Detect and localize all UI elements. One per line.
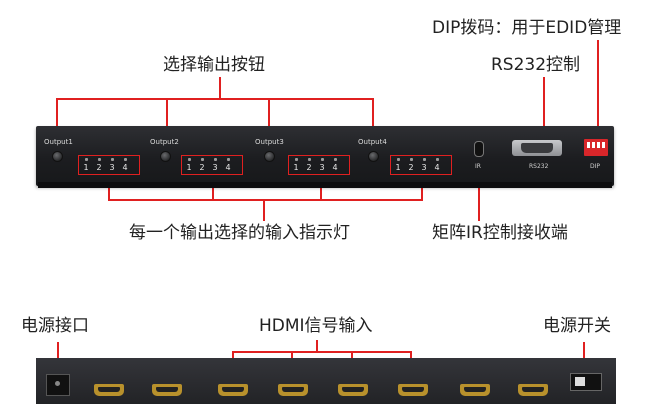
dip-toggle: [592, 142, 595, 148]
leader-line: [372, 98, 374, 146]
led-indicator: [111, 158, 114, 161]
led-indicator: [308, 158, 311, 161]
hdmi-input-port[interactable]: [218, 384, 248, 396]
dip-toggle: [597, 142, 600, 148]
leader-line: [583, 342, 585, 370]
led-indicator: [321, 158, 324, 161]
leader-line: [166, 98, 168, 146]
indicator-number: 1: [83, 163, 89, 172]
indicator-number: 3: [109, 163, 115, 172]
led-indicator: [423, 158, 426, 161]
indicator-number: 4: [225, 163, 231, 172]
led-indicator: [295, 158, 298, 161]
power-port-label: 电源接口: [21, 316, 89, 336]
leader-line: [212, 178, 214, 200]
matrix-switch-rear-panel: [36, 358, 616, 404]
power-pin: [55, 381, 60, 386]
hdmi-input-port[interactable]: [338, 384, 368, 396]
hdmi-input-port[interactable]: [278, 384, 308, 396]
output1-select-button[interactable]: [52, 151, 63, 162]
indicator-number: 1: [395, 163, 401, 172]
dip-label: DIP: [590, 163, 601, 170]
output-label: Output2: [150, 138, 179, 146]
dip-toggle: [587, 142, 590, 148]
leader-line: [263, 199, 265, 221]
leader-line: [56, 98, 58, 146]
leader-line: [219, 77, 221, 99]
indicator-number: 3: [212, 163, 218, 172]
leader-line: [597, 40, 599, 140]
power-switch-rocker: [575, 377, 585, 386]
led-indicator: [188, 158, 191, 161]
output3-select-button[interactable]: [264, 151, 275, 162]
output-label: Output1: [44, 138, 73, 146]
leader-line: [478, 178, 480, 221]
indicator-group-output4: [390, 155, 452, 175]
leader-line: [232, 351, 412, 353]
power-port[interactable]: [46, 374, 70, 396]
leader-line: [56, 98, 374, 100]
rs232-port[interactable]: [512, 140, 562, 156]
leader-line: [543, 77, 545, 140]
led-indicator: [214, 158, 217, 161]
led-indicator: [85, 158, 88, 161]
led-indicator: [201, 158, 204, 161]
dip-toggle: [602, 142, 605, 148]
indicator-number: 3: [421, 163, 427, 172]
indicator-number: 2: [408, 163, 414, 172]
output2-select-button[interactable]: [160, 151, 171, 162]
hdmi-input-port[interactable]: [398, 384, 428, 396]
leader-line: [320, 178, 322, 200]
output4-select-button[interactable]: [368, 151, 379, 162]
indicator-group-output1: [78, 155, 140, 175]
hdmi-output-port[interactable]: [152, 384, 182, 396]
output-label: Output3: [255, 138, 284, 146]
ir-receiver-label: 矩阵IR控制接收端: [432, 223, 568, 243]
leader-line: [108, 178, 110, 200]
indicator-group-output2: [181, 155, 243, 175]
ir-receiver-window: [474, 141, 484, 157]
leader-line: [316, 340, 318, 352]
indicator-number: 4: [122, 163, 128, 172]
dip-switch[interactable]: [584, 139, 608, 156]
led-indicator: [436, 158, 439, 161]
indicator-number: 4: [332, 163, 338, 172]
indicator-number: 2: [306, 163, 312, 172]
output-select-label: 选择输出按钮: [163, 55, 265, 75]
led-indicator: [397, 158, 400, 161]
power-switch-label: 电源开关: [543, 316, 611, 336]
ir-label: IR: [475, 163, 481, 170]
indicator-number: 3: [319, 163, 325, 172]
output-label: Output4: [358, 138, 387, 146]
dip-edid-label: DIP拨码：用于EDID管理: [432, 18, 622, 38]
led-indicator: [334, 158, 337, 161]
matrix-switch-front-panel: [36, 126, 614, 186]
hdmi-input-label: HDMI信号输入: [259, 316, 373, 336]
indicator-number: 1: [293, 163, 299, 172]
rs232-control-label: RS232控制: [491, 55, 581, 75]
indicator-number: 1: [186, 163, 192, 172]
indicator-number: 2: [96, 163, 102, 172]
led-indicator: [98, 158, 101, 161]
leader-line: [421, 178, 423, 200]
led-indicator: [410, 158, 413, 161]
indicator-number: 4: [434, 163, 440, 172]
input-indicator-label: 每一个输出选择的输入指示灯: [129, 223, 350, 243]
rs232-socket: [521, 143, 553, 153]
led-indicator: [227, 158, 230, 161]
hdmi-output-port[interactable]: [94, 384, 124, 396]
indicator-group-output3: [288, 155, 350, 175]
led-indicator: [124, 158, 127, 161]
indicator-number: 2: [199, 163, 205, 172]
power-switch[interactable]: [570, 373, 602, 391]
leader-line: [268, 98, 270, 146]
hdmi-output-port[interactable]: [460, 384, 490, 396]
leader-line: [108, 199, 423, 201]
leader-line: [57, 342, 59, 370]
hdmi-output-port[interactable]: [518, 384, 548, 396]
device-base: [38, 182, 612, 188]
rs232-label: RS232: [529, 163, 549, 170]
